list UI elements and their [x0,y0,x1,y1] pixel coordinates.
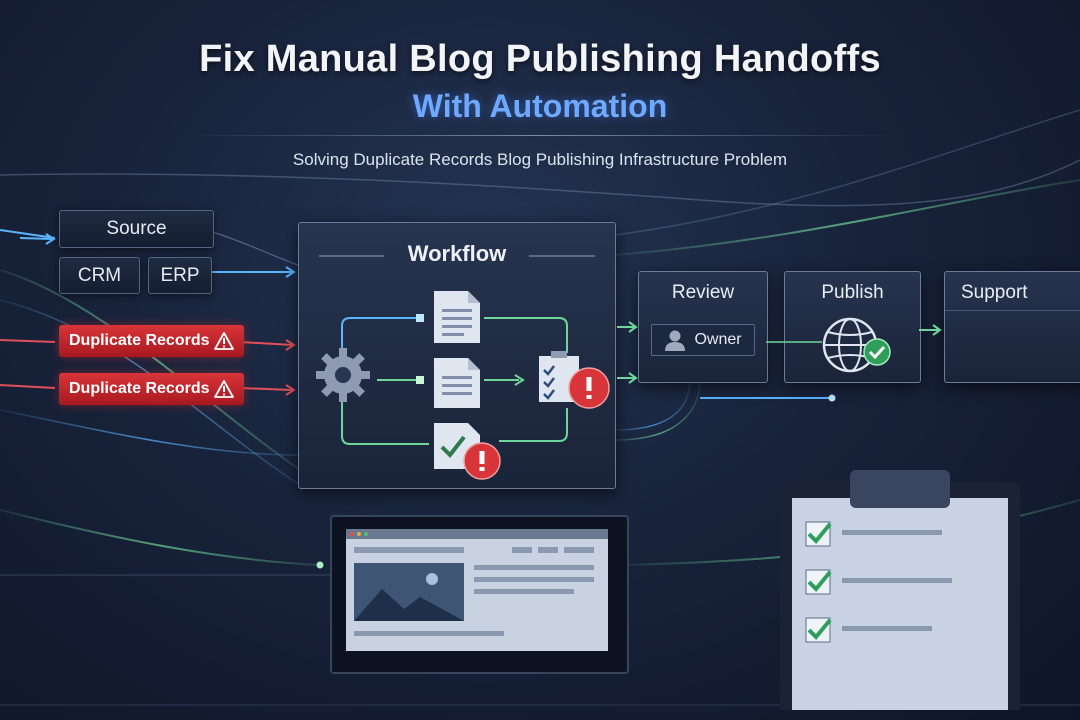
check-icon [863,338,891,366]
review-label: Review [671,282,735,303]
globe-icon [822,317,891,373]
warning-icon [214,380,235,398]
review-stage: Review Owner [638,271,768,383]
clipboard-icon [780,470,1020,710]
page-title: Fix Manual Blog Publishing Handoffs [199,38,881,80]
user-icon [665,330,686,351]
crm-box: CRM [59,257,140,294]
publish-label: Publish [821,282,884,303]
support-stage: Support [944,271,1080,383]
warning-icon [214,332,235,350]
source-box: Source [59,210,214,248]
workflow-panel: Workflow [298,222,616,489]
erp-label: ERP [160,264,200,286]
erp-box: ERP [148,257,212,294]
duplicate-records-badge-1: Duplicate Records [59,325,245,357]
page-subtitle: Solving Duplicate Records Blog Publishin… [292,150,788,169]
publish-stage: Publish [784,271,921,383]
duplicate-records-badge-2: Duplicate Records [59,373,245,405]
page-title-line2: With Automation [412,88,668,124]
check-icon [805,617,832,643]
workflow-title: Workflow [407,241,507,266]
monitor-icon [330,515,629,674]
duplicate-records-label: Duplicate Records [69,380,210,397]
document-icon [434,358,480,408]
alert-icon [463,442,501,480]
title-divider [180,135,900,136]
gear-icon [316,348,370,402]
owner-label: Owner [694,331,742,348]
document-icon [434,291,480,343]
check-icon [805,569,832,595]
alert-icon [568,367,610,409]
workflow-diagram [316,255,610,480]
crm-label: CRM [77,264,122,286]
owner-card: Owner [651,324,755,356]
duplicate-records-label: Duplicate Records [69,332,210,349]
support-label: Support [961,282,1028,303]
check-icon [805,521,832,547]
source-label: Source [106,218,167,239]
blog-page-preview [346,529,608,651]
support-divider [945,310,1080,311]
